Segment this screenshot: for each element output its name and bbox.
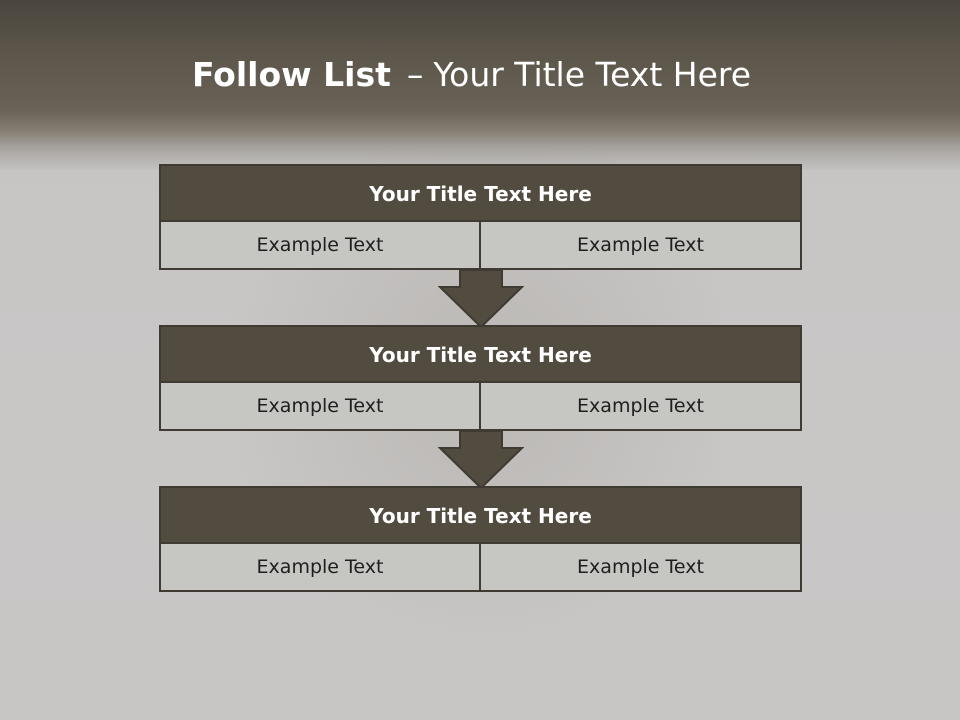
slide-title: Follow List–Your Title Text Here bbox=[0, 52, 943, 98]
step-cell-right: Example Text bbox=[479, 381, 802, 431]
slide-title-separator: – bbox=[406, 55, 424, 94]
header-band bbox=[0, 0, 960, 170]
step-cell-right: Example Text bbox=[479, 542, 802, 592]
step-title: Your Title Text Here bbox=[159, 486, 802, 546]
step-title: Your Title Text Here bbox=[159, 164, 802, 224]
step-cell-left: Example Text bbox=[159, 542, 481, 592]
down-arrow-icon bbox=[438, 270, 524, 328]
slide-title-rest: Your Title Text Here bbox=[433, 55, 752, 94]
step-cell-left: Example Text bbox=[159, 381, 481, 431]
down-arrow-icon bbox=[438, 431, 524, 489]
step-cell-left: Example Text bbox=[159, 220, 481, 270]
step-title: Your Title Text Here bbox=[159, 325, 802, 385]
step-cell-right: Example Text bbox=[479, 220, 802, 270]
slide-title-bold: Follow List bbox=[191, 55, 391, 94]
